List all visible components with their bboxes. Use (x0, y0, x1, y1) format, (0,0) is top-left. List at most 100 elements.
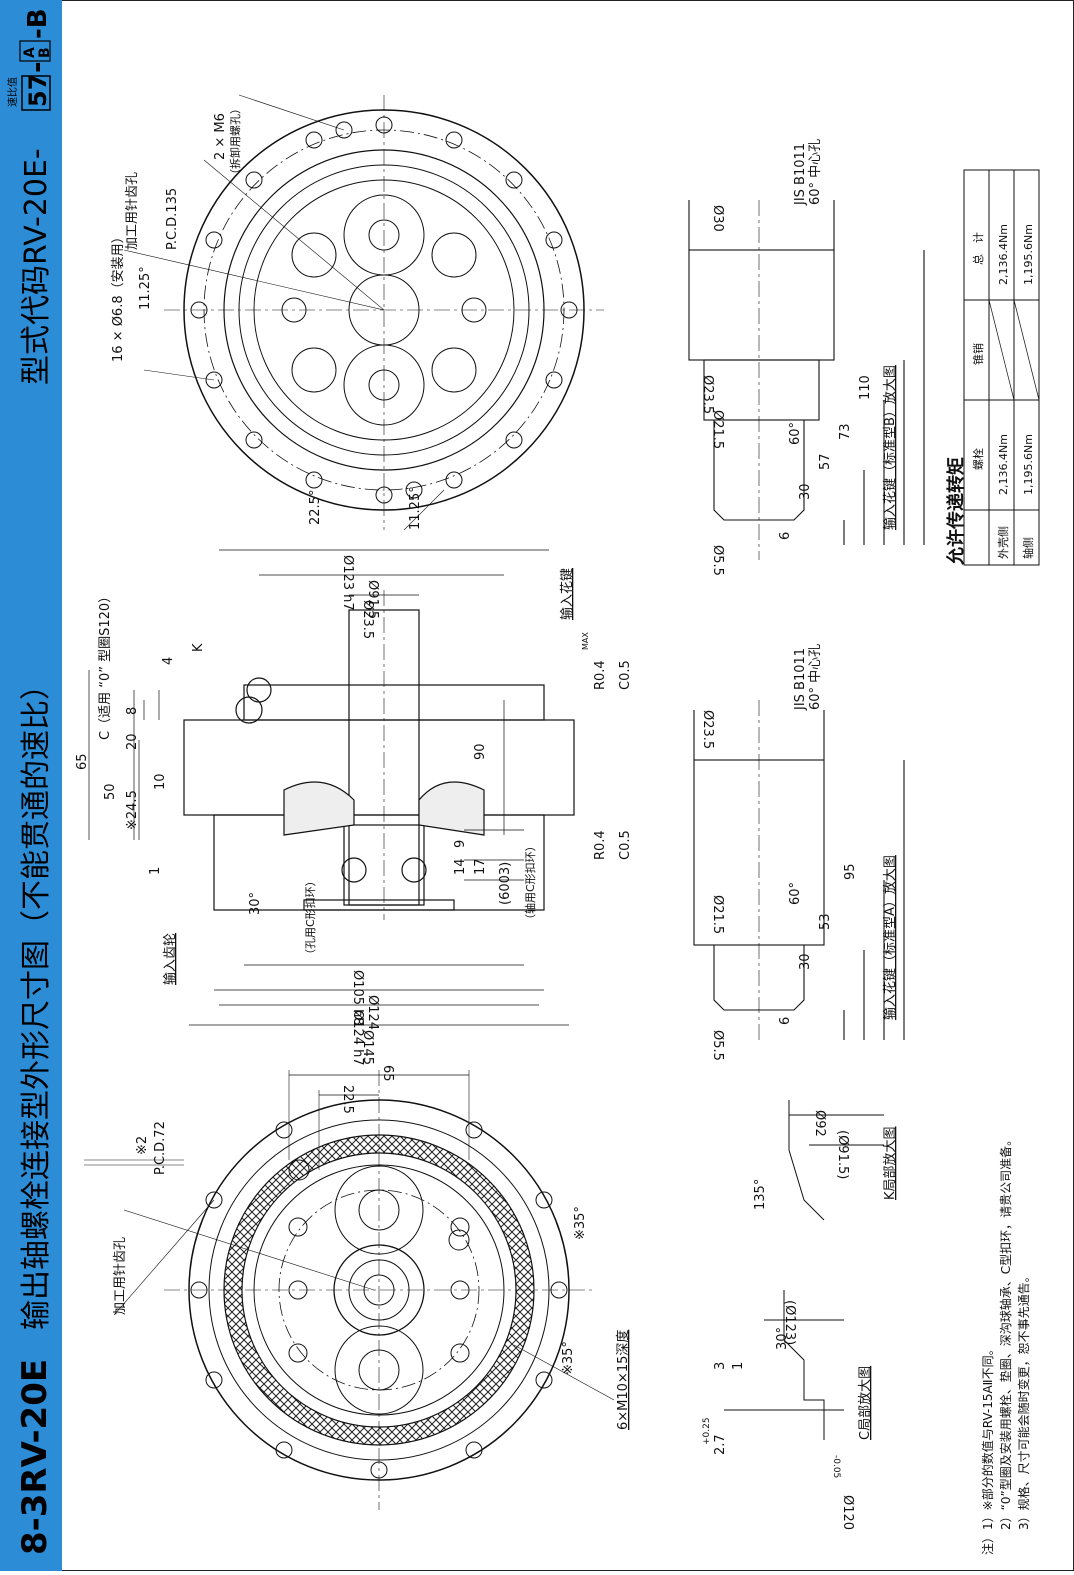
torque-title: 允许传递转矩 (945, 457, 967, 566)
sec-angle-30: 30° (248, 892, 263, 915)
th-bolt: 螺栓 (971, 448, 985, 470)
front-angle-left: ※35° (561, 1341, 576, 1375)
front-view (84, 1070, 615, 1510)
th-total: 总 计 (971, 232, 985, 265)
row1-total: 1,195.6Nm (1022, 224, 1035, 285)
title-bar: 8-3RV-20E 输出轴螺栓连接型外形尺寸图（不能贯通的速比） 型式代码RV-… (0, 0, 62, 1571)
k-title: K局部放大图 (883, 1126, 898, 1200)
sec-c05-top: C0.5 (618, 660, 633, 690)
spline-a-jis: JIS B1011 (793, 648, 808, 711)
sec-dim-20: 20 (125, 733, 140, 750)
spline-b-dim-110: 110 (858, 375, 873, 400)
sec-dim-14: 14 (453, 858, 468, 875)
sec-dim-17: 17 (473, 858, 488, 875)
row0-label: 外壳侧 (996, 526, 1010, 559)
rear-angle-11-25: 11.25° (138, 266, 153, 310)
spline-b-center: 60° 中心孔 (808, 139, 823, 205)
front-pin-hole: 加工用针齿孔 (113, 1237, 128, 1315)
model-prefix: 型式代码RV-20E- (19, 148, 54, 385)
sec-input-spline: 输入花键 (559, 568, 575, 620)
front-pcd: P.C.D.72 (153, 1121, 168, 1175)
spline-a-dim-53: 53 (818, 913, 833, 930)
row1-label: 轴侧 (1021, 537, 1035, 559)
rear-angle-bottom: 11.25° (408, 486, 423, 530)
sec-dim-24-5: ※24.5 (125, 790, 140, 830)
k-d92: Ø92 (812, 1110, 827, 1137)
detail-labels: K局部放大图 Ø92 (Ø91.5) 135° C局部放大图 (Ø123) 30… (702, 1110, 898, 1530)
sec-input-gear: 输入齿轮 (162, 933, 178, 985)
front-note-mark: ※2 (135, 1136, 150, 1155)
c-d120-tol: -0.05 (831, 1455, 841, 1478)
rear-pin-hole: 加工用针齿孔 (125, 172, 140, 250)
ratio-caption: 速比值 (6, 77, 19, 107)
rear-pcd: P.C.D.135 (165, 188, 180, 250)
spline-a-dim-6: 6 (778, 1017, 793, 1025)
sec-d124-h7: Ø124 h7 (350, 1010, 365, 1066)
note-3: 3）规格、尺寸可能会随时变更，恕不事先通告。 (1016, 1270, 1031, 1530)
spline-b-d23-5: Ø23.5 (700, 375, 715, 414)
rear-holes16: 16 × Ø6.8（安装用） (111, 230, 126, 362)
sec-dim-50: 50 (103, 783, 118, 800)
rear-angle-22-5: 22.5° (308, 490, 323, 525)
sec-d145: Ø145 (360, 1030, 375, 1065)
spline-a-angle: 60° (788, 882, 803, 905)
spline-a-center: 60° 中心孔 (808, 644, 823, 710)
sec-d23-5: Ø23.5 (360, 600, 375, 639)
spline-b-d21-5: Ø21.5 (710, 410, 725, 449)
variant-b: B (37, 47, 53, 58)
c-1: 1 (731, 1362, 746, 1370)
front-tapped: 6×M10×15深度 (615, 1330, 631, 1430)
c-d123: (Ø123) (782, 1300, 797, 1345)
sec-d91-5: Ø91.5 (365, 580, 380, 619)
spline-b-d5-5: Ø5.5 (710, 545, 725, 576)
c-title: C局部放大图 (858, 1366, 873, 1440)
note-2: 2）“0”型圈及安装用螺栓、垫圈、深沟球轴承、C型扣环，请贵公司准备。 (998, 1134, 1013, 1530)
c-3: 3 (713, 1362, 728, 1370)
sec-c05-bottom: C0.5 (618, 830, 633, 860)
sec-dim-4: 4 (161, 657, 176, 665)
sec-d123: Ø123 h7 (340, 555, 355, 611)
spline-b-d30: Ø30 (710, 205, 725, 232)
row0-total: 2,136.4Nm (997, 224, 1010, 285)
rear-m6: 2 × M6 (213, 113, 228, 160)
c-angle: 30° (775, 1327, 790, 1350)
torque-grid (963, 169, 1040, 566)
ratio-box (21, 75, 51, 111)
spline-a-title: 输入花键（标准型A）放大图 (882, 855, 898, 1020)
front-angle-right: ※35° (573, 1206, 588, 1240)
sec-hole-ring: （孔用C形扣环） (303, 875, 317, 960)
spline-b-dim-6: 6 (778, 532, 793, 540)
front-dim-65: 65 (380, 1065, 395, 1082)
spline-b-drawing (688, 200, 925, 560)
spline-b-title: 输入花键（标准型B）放大图 (882, 365, 898, 530)
sec-dim-9: 9 (453, 840, 468, 848)
sec-shaft-ring: （轴用C形扣环） (523, 840, 537, 925)
rear-labels: 加工用针齿孔 P.C.D.135 16 × Ø6.8（安装用） 11.25° 2… (111, 103, 423, 530)
section-labels: Ø145 Ø124 h7 Ø124 Ø105 h8 Ø123 h7 Ø91.5 … (75, 555, 633, 1066)
title-svg: 8-3RV-20E 输出轴螺栓连接型外形尺寸图（不能贯通的速比） 型式代码RV-… (6, 8, 55, 1555)
k-angle: 135° (753, 1179, 768, 1210)
row1-bolt: 1,195.6Nm (1022, 434, 1035, 495)
sec-dim-90: 90 (473, 743, 488, 760)
sec-r04-top: R0.4 (593, 660, 608, 690)
sec-r04-bottom: R0.4 (593, 830, 608, 860)
spline-b-angle: 60° (788, 422, 803, 445)
drawing-svg: P.C.D.72 加工用针齿孔 6×M10×15深度 ※2 ※35° ※35° … (75, 94, 1040, 1555)
spline-b-dim-57: 57 (818, 453, 833, 470)
rear-m6-note: （拆卸用螺孔） (228, 103, 242, 180)
sec-dim-10: 10 (153, 773, 168, 790)
spline-b-labels: 输入花键（标准型B）放大图 JIS B1011 60° 中心孔 Ø30 Ø23.… (700, 139, 898, 576)
th-pin: 锥销 (971, 343, 985, 365)
spline-a-dim-30: 30 (798, 953, 813, 970)
model-code: 8-3RV-20E (15, 1359, 55, 1555)
spline-a-d5-5: Ø5.5 (710, 1030, 725, 1061)
sec-dim-1: 1 (148, 867, 163, 875)
note-1: 1）※部分的数值与RV-15AⅡ不同。 (980, 1343, 995, 1530)
sec-dim-6003: (6003) (498, 862, 513, 905)
torque-table: 允许传递转矩 螺栓 锥销 总 计 外壳侧 2,136.4Nm 2,136.4Nm… (945, 169, 1040, 566)
k-d91-5: (Ø91.5) (835, 1130, 850, 1179)
spline-b-dim-73: 73 (838, 423, 853, 440)
variant-box (19, 40, 51, 62)
model-suffix: -B (23, 8, 53, 39)
spline-a-drawing (693, 700, 905, 1040)
